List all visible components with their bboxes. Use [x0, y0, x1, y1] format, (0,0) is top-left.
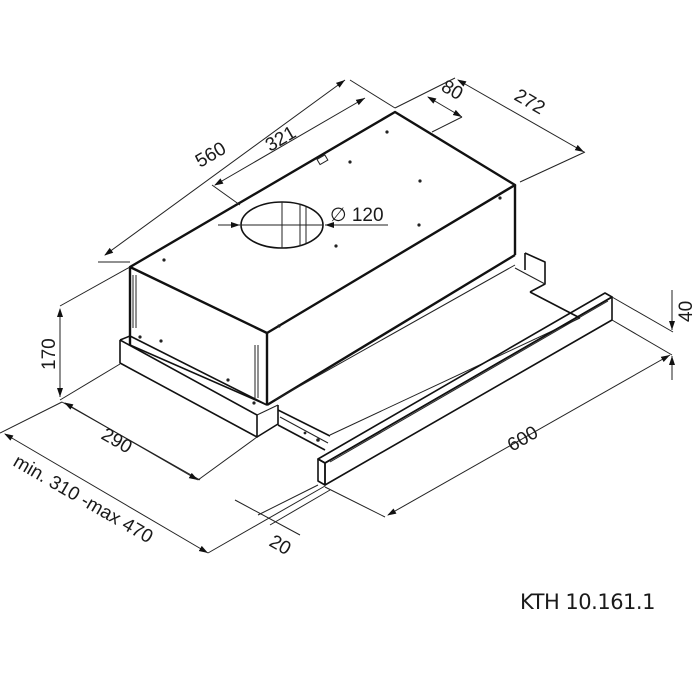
model-number: KTH 10.161.1	[520, 590, 655, 614]
dim-40: 40	[676, 301, 697, 322]
dim-170: 170	[39, 338, 60, 370]
front-panel	[317, 292, 613, 486]
dim-20: 20	[266, 531, 295, 560]
dim-560: 560	[192, 138, 230, 172]
dim-600: 600	[504, 422, 542, 456]
slide-rail	[277, 409, 331, 451]
dim-duct-diameter: ∅ 120	[330, 205, 384, 226]
dim-80: 80	[438, 76, 467, 105]
duct-opening	[240, 201, 324, 249]
dim-extension-range: min. 310 -max 470	[10, 451, 157, 548]
dimensions: 560 321 80 272 ∅ 120 170	[0, 76, 697, 560]
dim-290: 290	[98, 424, 136, 458]
dim-272: 272	[511, 85, 549, 119]
dim-321: 321	[262, 122, 300, 156]
right-rail	[514, 252, 581, 319]
hood-body	[128, 110, 517, 407]
